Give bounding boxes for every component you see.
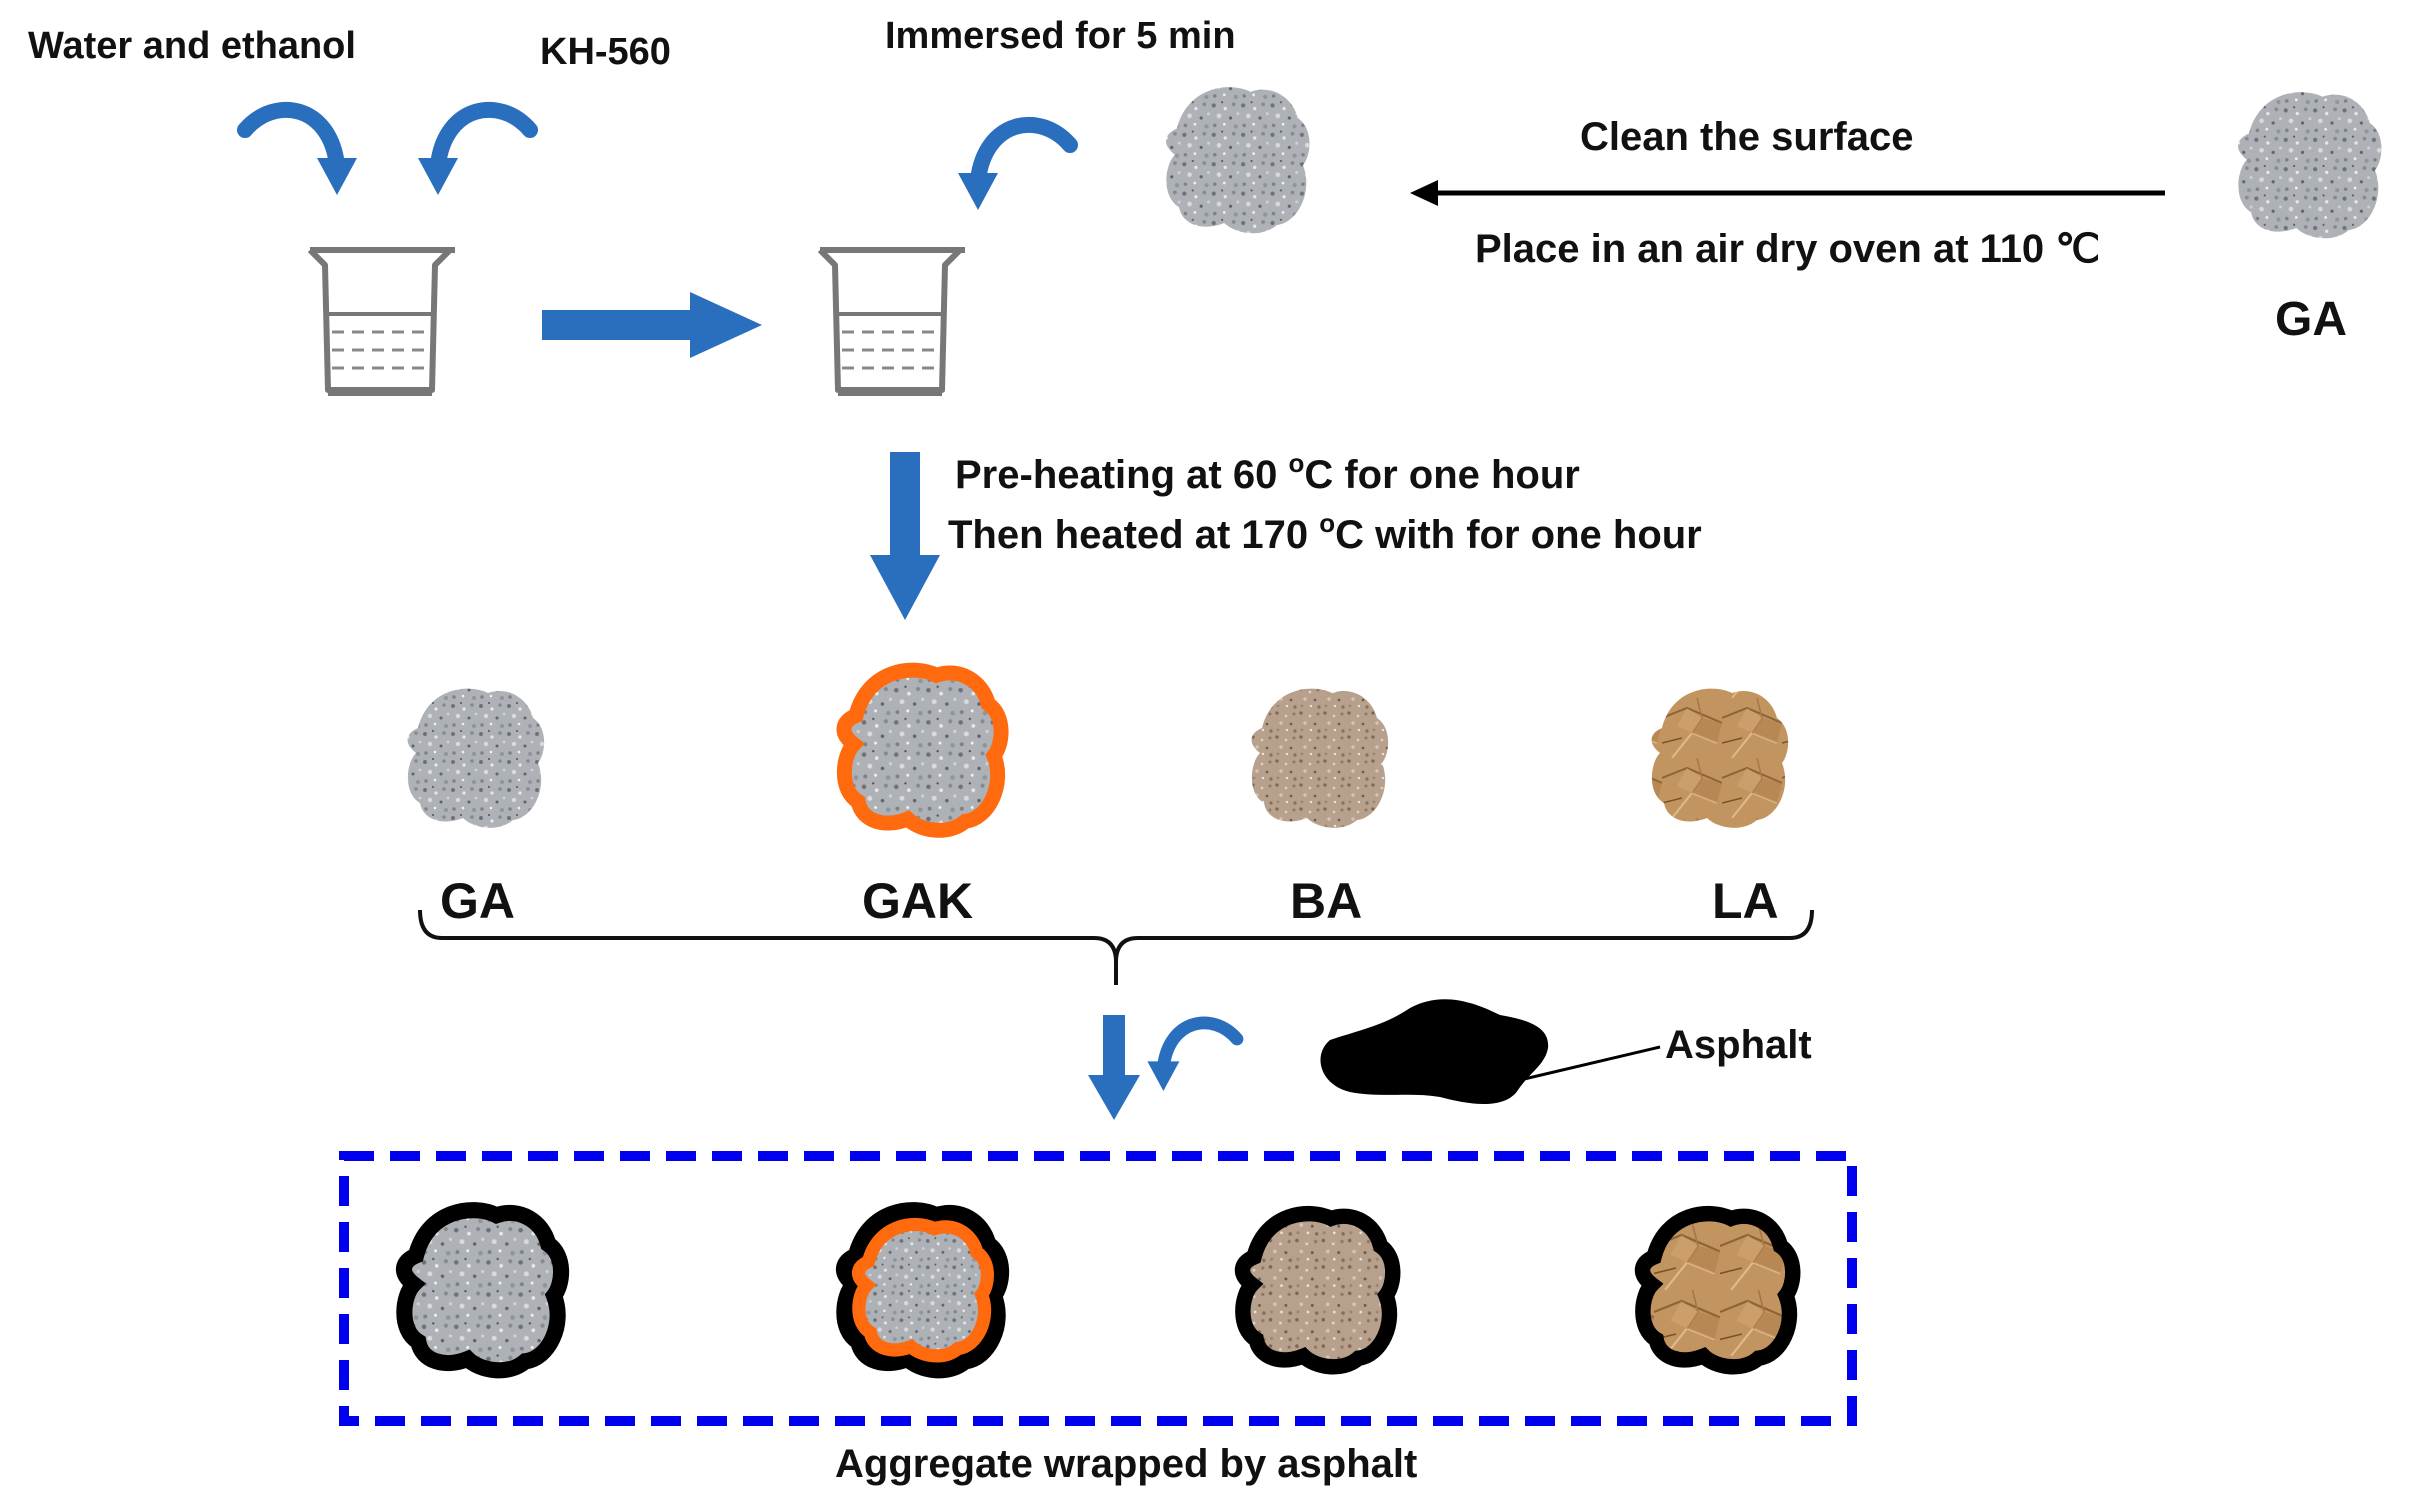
ga-label: GA (440, 873, 515, 929)
beaker-icon (820, 250, 965, 396)
curved-arrow-icon (1147, 1023, 1237, 1091)
water-ethanol-label: Water and ethanol (28, 25, 356, 67)
clean-surface-label: Clean the surface (1580, 115, 1913, 159)
la-wrapped-stone (1642, 1214, 1792, 1367)
grouping-brace (418, 909, 1814, 985)
degree-superscript: o (1319, 508, 1335, 538)
preheat-label: Pre-heating at 60 oC for one hour (955, 448, 1580, 497)
ga-top-label: GA (2275, 293, 2347, 346)
gak-label: GAK (862, 873, 973, 929)
place-oven-label: Place in an air dry oven at 110 ℃ (1475, 227, 2100, 271)
asphalt-label: Asphalt (1665, 1023, 1812, 1067)
heated-label: Then heated at 170 oC with for one hour (948, 508, 1702, 557)
asphalt-pointer-line (1519, 1045, 1661, 1082)
down-arrow-icon (1088, 1015, 1140, 1120)
curved-arrow-icon (245, 110, 357, 195)
ba-label: BA (1290, 873, 1362, 929)
kh560-label: KH-560 (540, 31, 671, 73)
down-arrow-icon (870, 452, 940, 620)
la-label: LA (1712, 873, 1779, 929)
asphalt-blob-icon (1320, 999, 1549, 1105)
right-arrow-icon (542, 292, 762, 358)
la-stone (1651, 688, 1789, 828)
ga-wrapped-stone (404, 1210, 561, 1370)
ba-wrapped-stone (1242, 1214, 1392, 1367)
wrapped-aggregates-box (339, 1151, 1857, 1426)
gak-stone (844, 670, 1001, 830)
aggregate-stone-icon (2238, 92, 2382, 239)
aggregate-stone-icon (1166, 87, 1310, 234)
ga-stone (407, 688, 545, 828)
beaker-icon (310, 250, 455, 396)
degree-superscript: o (1288, 448, 1304, 478)
gak-wrapped-stone (844, 1210, 1001, 1370)
curved-arrow-icon (958, 125, 1070, 210)
wrapped-caption: Aggregate wrapped by asphalt (835, 1442, 1417, 1486)
ba-stone (1251, 688, 1389, 828)
curved-arrow-icon (418, 110, 530, 195)
immersed-label: Immersed for 5 min (885, 15, 1236, 57)
left-arrow-icon (1410, 180, 2165, 206)
